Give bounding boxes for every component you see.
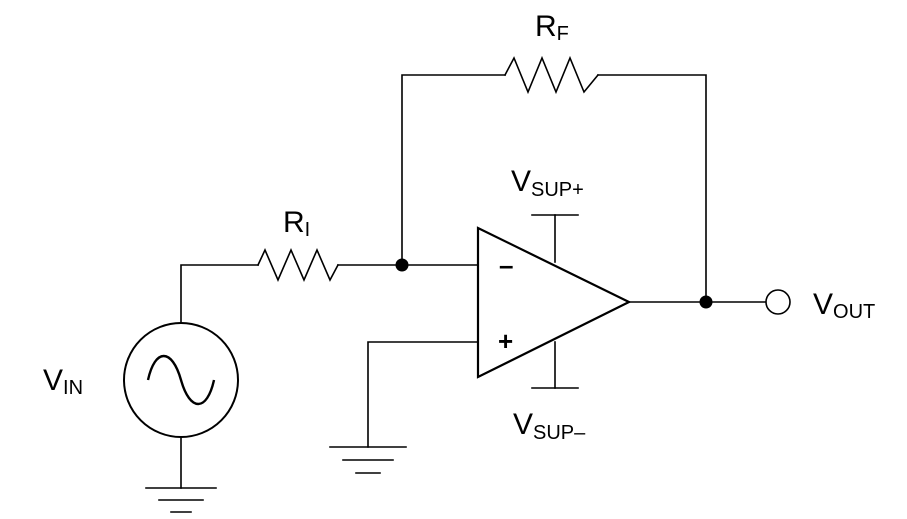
inverting-input-sign: – [499,250,513,280]
negative-supply [531,341,579,389]
rf-label: RF [535,10,569,45]
inverting-node [395,258,409,272]
ground-symbol [329,446,407,474]
input-path [180,247,479,323]
output-node [699,295,713,309]
positive-supply [531,214,579,263]
output-path [628,289,791,315]
ac-voltage-source [123,322,239,513]
feedback-path [401,55,707,303]
ground-symbol [145,487,217,513]
noninverting-input-sign: + [498,326,513,356]
vsup-pos-label: VSUP+ [511,165,584,201]
sine-wave-icon [146,354,216,406]
vout-label: VOUT [813,288,875,323]
noninverting-ground-path [329,341,479,474]
output-terminal [765,289,791,315]
vsup-neg-label: VSUP– [513,408,586,444]
vin-label: VIN [43,364,83,399]
op-amp: – + [476,226,632,379]
ri-label: RI [283,206,310,241]
ri-resistor [256,247,340,283]
rf-resistor [503,55,600,95]
